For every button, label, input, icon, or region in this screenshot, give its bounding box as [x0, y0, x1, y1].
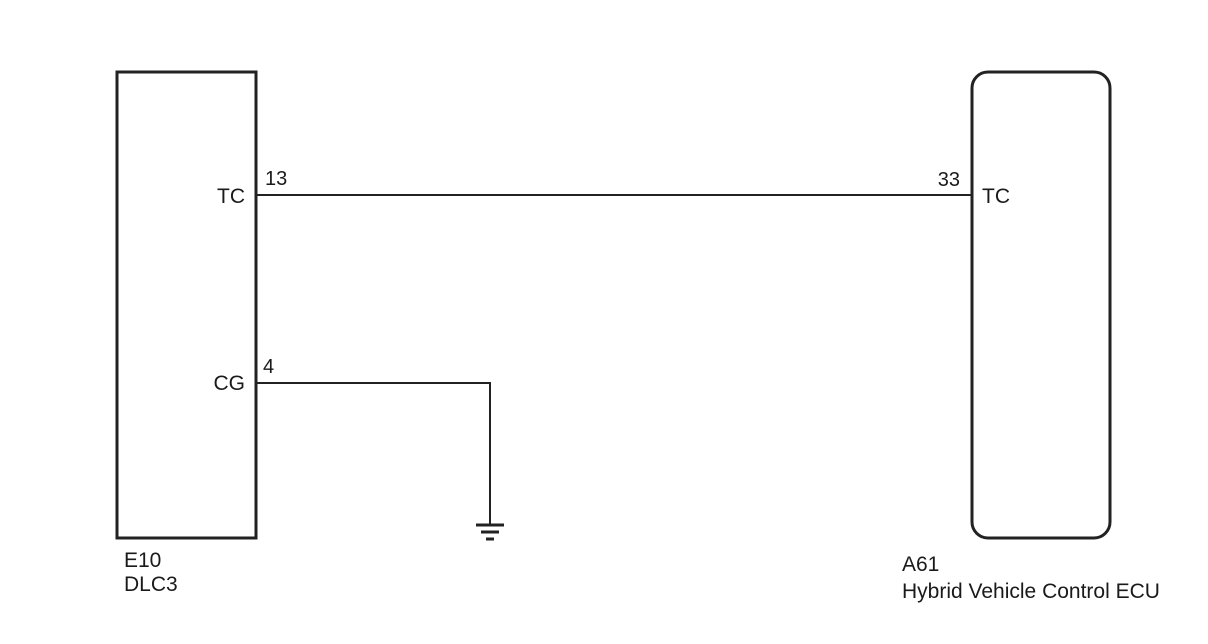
- dlc3-cg-terminal-label: CG: [214, 372, 246, 395]
- hv-ecu-component-id: A61: [902, 553, 939, 576]
- cg-ground-wire: [256, 382, 491, 524]
- hv-ecu-tc-pin-number: 33: [938, 169, 960, 191]
- hv-ecu-tc-terminal-label: TC: [982, 185, 1010, 208]
- ground-icon: [476, 523, 504, 541]
- dlc3-connector-box: [115, 70, 258, 540]
- dlc3-tc-pin-number: 13: [265, 168, 287, 190]
- dlc3-tc-terminal-label: TC: [217, 185, 245, 208]
- dlc3-component-name: DLC3: [124, 573, 178, 596]
- dlc3-cg-pin-number: 4: [263, 356, 274, 378]
- dlc3-component-id: E10: [124, 549, 161, 572]
- hv-ecu-box: [970, 70, 1112, 540]
- hv-ecu-component-name: Hybrid Vehicle Control ECU: [902, 580, 1160, 603]
